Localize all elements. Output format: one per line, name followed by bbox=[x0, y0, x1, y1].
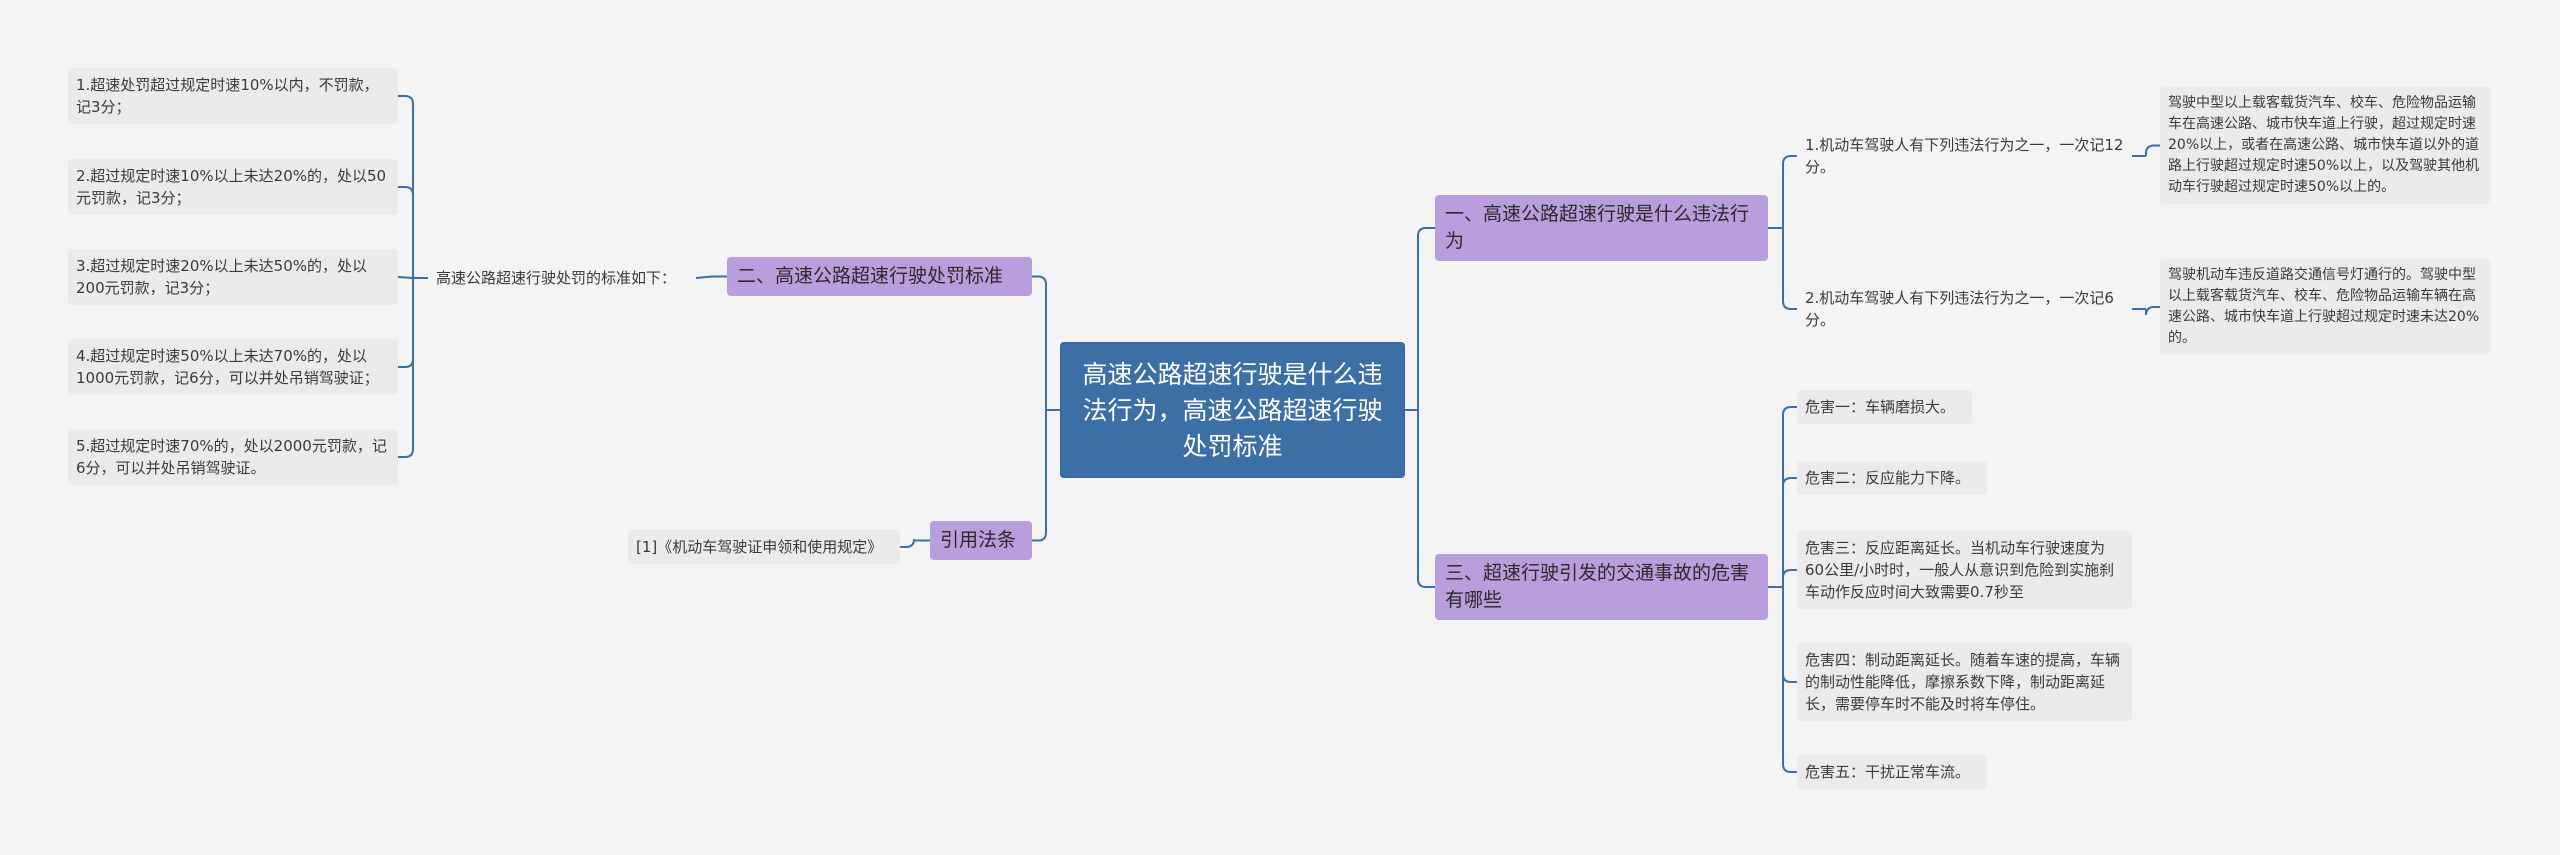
connector-line bbox=[1782, 406, 1797, 587]
penalty-item[interactable]: 5.超过规定时速70%的，处以2000元罚款，记6分，可以并处吊销驾驶证。 bbox=[68, 429, 398, 485]
connector-line bbox=[1782, 155, 1797, 228]
connector-line bbox=[1782, 477, 1797, 587]
central-topic[interactable]: 高速公路超速行驶是什么违法行为，高速公路超速行驶处罚标准 bbox=[1060, 342, 1405, 478]
branch-penalty-standards[interactable]: 二、高速公路超速行驶处罚标准 bbox=[727, 257, 1032, 296]
hazard-item[interactable]: 危害二：反应能力下降。 bbox=[1797, 461, 1987, 495]
hazard-item[interactable]: 危害四：制动距离延长。随着车速的提高，车辆的制动性能降低，摩擦系数下降，制动距离… bbox=[1797, 643, 2132, 721]
branch-speeding-violation[interactable]: 一、高速公路超速行驶是什么违法行为 bbox=[1435, 195, 1768, 261]
penalty-item[interactable]: 4.超过规定时速50%以上未达70%的，处以1000元罚款，记6分，可以并处吊销… bbox=[68, 339, 398, 395]
connector-line bbox=[695, 275, 713, 279]
connector-line bbox=[398, 278, 414, 368]
connector-line bbox=[2145, 306, 2160, 316]
penalty-item[interactable]: 2.超过规定时速10%以上未达20%的，处以50元罚款，记3分； bbox=[68, 159, 398, 215]
connector-line bbox=[1417, 410, 1435, 588]
branch-accident-hazards[interactable]: 三、超速行驶引发的交通事故的危害有哪些 bbox=[1435, 554, 1768, 620]
branch-cited-regulations[interactable]: 引用法条 bbox=[930, 521, 1032, 560]
rule-12-points[interactable]: 1.机动车驾驶人有下列违法行为之一，一次记12分。 bbox=[1805, 136, 2124, 176]
connector-line bbox=[398, 95, 414, 278]
connector-line bbox=[398, 278, 414, 458]
connector-line bbox=[1032, 410, 1047, 542]
rule-12-points-detail[interactable]: 驾驶中型以上载客载货汽车、校车、危险物品运输车在高速公路、城市快车道上行驶，超过… bbox=[2160, 87, 2490, 204]
connector-line bbox=[1417, 227, 1435, 410]
penalty-item[interactable]: 1.超速处罚超过规定时速10%以内，不罚款，记3分； bbox=[68, 68, 398, 124]
penalty-item[interactable]: 3.超过规定时速20%以上未达50%的，处以200元罚款，记3分； bbox=[68, 249, 398, 305]
penalty-intro[interactable]: 高速公路超速行驶处罚的标准如下： bbox=[436, 269, 677, 287]
rule-6-points-detail[interactable]: 驾驶机动车违反道路交通信号灯通行的。驾驶中型以上载客载货汽车、校车、危险物品运输… bbox=[2160, 259, 2490, 355]
hazard-item[interactable]: 危害五：干扰正常车流。 bbox=[1797, 755, 1987, 789]
citation-item[interactable]: [1]《机动车驾驶证申领和使用规定》 bbox=[628, 530, 900, 564]
connector-line bbox=[1782, 228, 1797, 310]
connector-line bbox=[1782, 569, 1797, 587]
rule-6-points[interactable]: 2.机动车驾驶人有下列违法行为之一，一次记6分。 bbox=[1805, 289, 2114, 329]
connector-line bbox=[900, 538, 915, 548]
connector-line bbox=[1782, 587, 1797, 773]
connector-line bbox=[1032, 275, 1047, 410]
connector-line bbox=[2145, 144, 2160, 156]
connector-line bbox=[1782, 587, 1797, 683]
hazard-item[interactable]: 危害三：反应距离延长。当机动车行驶速度为60公里/小时时，一般人从意识到危险到实… bbox=[1797, 531, 2132, 609]
hazard-item[interactable]: 危害一：车辆磨损大。 bbox=[1797, 390, 1972, 424]
connector-line bbox=[397, 276, 414, 279]
connector-line bbox=[398, 186, 414, 278]
